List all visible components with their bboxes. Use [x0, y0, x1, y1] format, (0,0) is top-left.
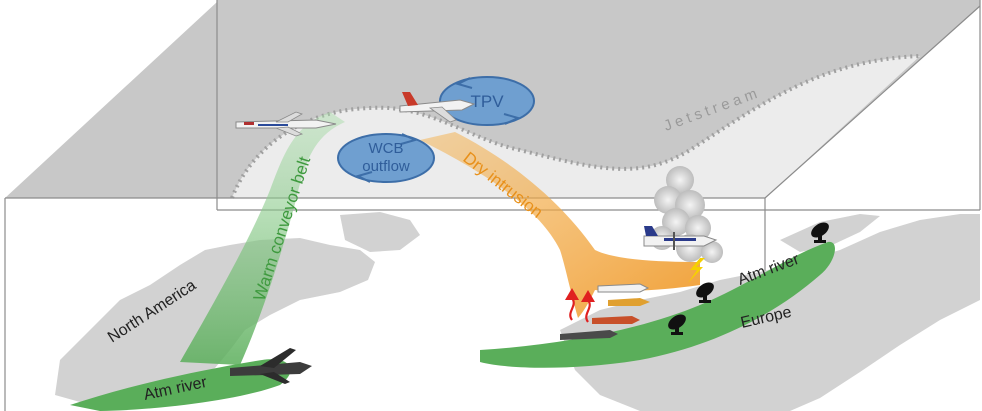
radar-dish-icon	[668, 222, 829, 335]
jetstream-line	[230, 54, 921, 199]
cargo-aircraft-icon	[230, 348, 312, 384]
tpv-vortex: TPV	[439, 76, 535, 126]
wcb-outflow-vortex: WCB outflow	[337, 133, 435, 183]
atm-river-east	[480, 241, 835, 368]
research-aircraft-2-icon	[399, 92, 476, 123]
research-aircraft-3-icon	[643, 226, 718, 250]
scandinavia-land	[780, 214, 880, 252]
warm-conveyor-belt	[180, 112, 345, 365]
lightning-icon	[688, 258, 705, 283]
research-aircraft-icon	[235, 111, 337, 137]
wcb-outflow-label-line1: WCB	[369, 140, 404, 157]
tpv-label: TPV	[470, 92, 504, 111]
small-aircraft-cluster-icon	[560, 283, 650, 340]
dry-intrusion	[420, 132, 700, 318]
wcb-outflow-label-line2: outflow	[362, 158, 410, 175]
greenland-land	[340, 212, 420, 252]
convection-arrows	[565, 288, 595, 323]
europe-land	[560, 214, 980, 411]
